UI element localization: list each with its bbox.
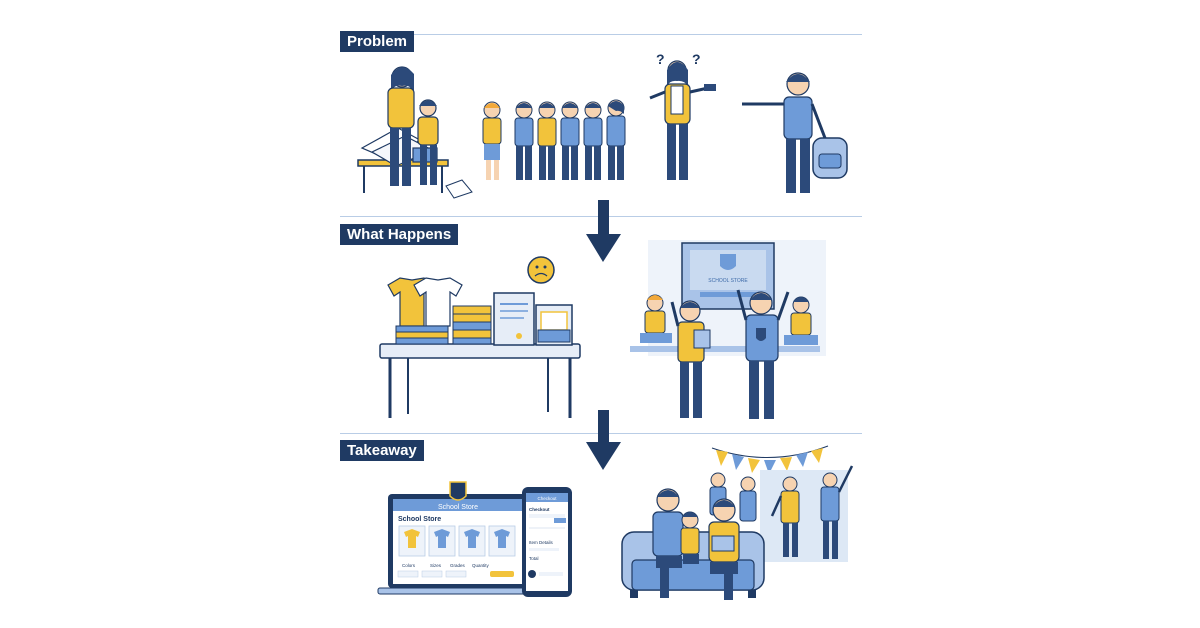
laptop-header-text: School Store xyxy=(438,504,478,511)
cluttered-table xyxy=(357,127,473,199)
arrow-down-2 xyxy=(586,410,621,470)
phone-header-text: Checkout xyxy=(537,496,557,501)
happy-family-scene xyxy=(621,445,854,600)
svg-text:?: ? xyxy=(656,51,665,67)
phone-checkout-label: Checkout xyxy=(529,507,550,512)
arrow-down-1 xyxy=(586,200,621,262)
pointing-figure-with-backpack xyxy=(742,72,848,193)
phone-item-details-label: Item Details xyxy=(529,540,554,545)
parent-figure xyxy=(387,66,415,186)
merchandise-table xyxy=(379,256,581,418)
child-figure xyxy=(417,99,439,185)
section-label-what-happens: What Happens xyxy=(340,224,459,245)
waiting-line-of-students xyxy=(482,99,626,180)
svg-text:?: ? xyxy=(692,51,701,67)
confused-staff-figure: ? ? xyxy=(649,51,716,180)
store-banner-text: SCHOOL STORE xyxy=(708,278,748,284)
divider-top xyxy=(340,34,862,35)
laptop-store-title: School Store xyxy=(398,516,441,523)
online-store-devices: School Store School Store Colors Sizes G… xyxy=(377,481,572,597)
filter-sizes-label: Sizes xyxy=(430,563,442,568)
filter-quantity-label: Quantity xyxy=(472,563,490,568)
section-label-problem: Problem xyxy=(340,31,415,52)
filter-grades-label: Grades xyxy=(450,563,466,568)
section-label-takeaway: Takeaway xyxy=(340,440,424,461)
filter-colors-label: Colors xyxy=(402,563,416,568)
store-launch-scene: SCHOOL STORE xyxy=(630,240,826,419)
phone-total-label: Total xyxy=(529,556,539,561)
